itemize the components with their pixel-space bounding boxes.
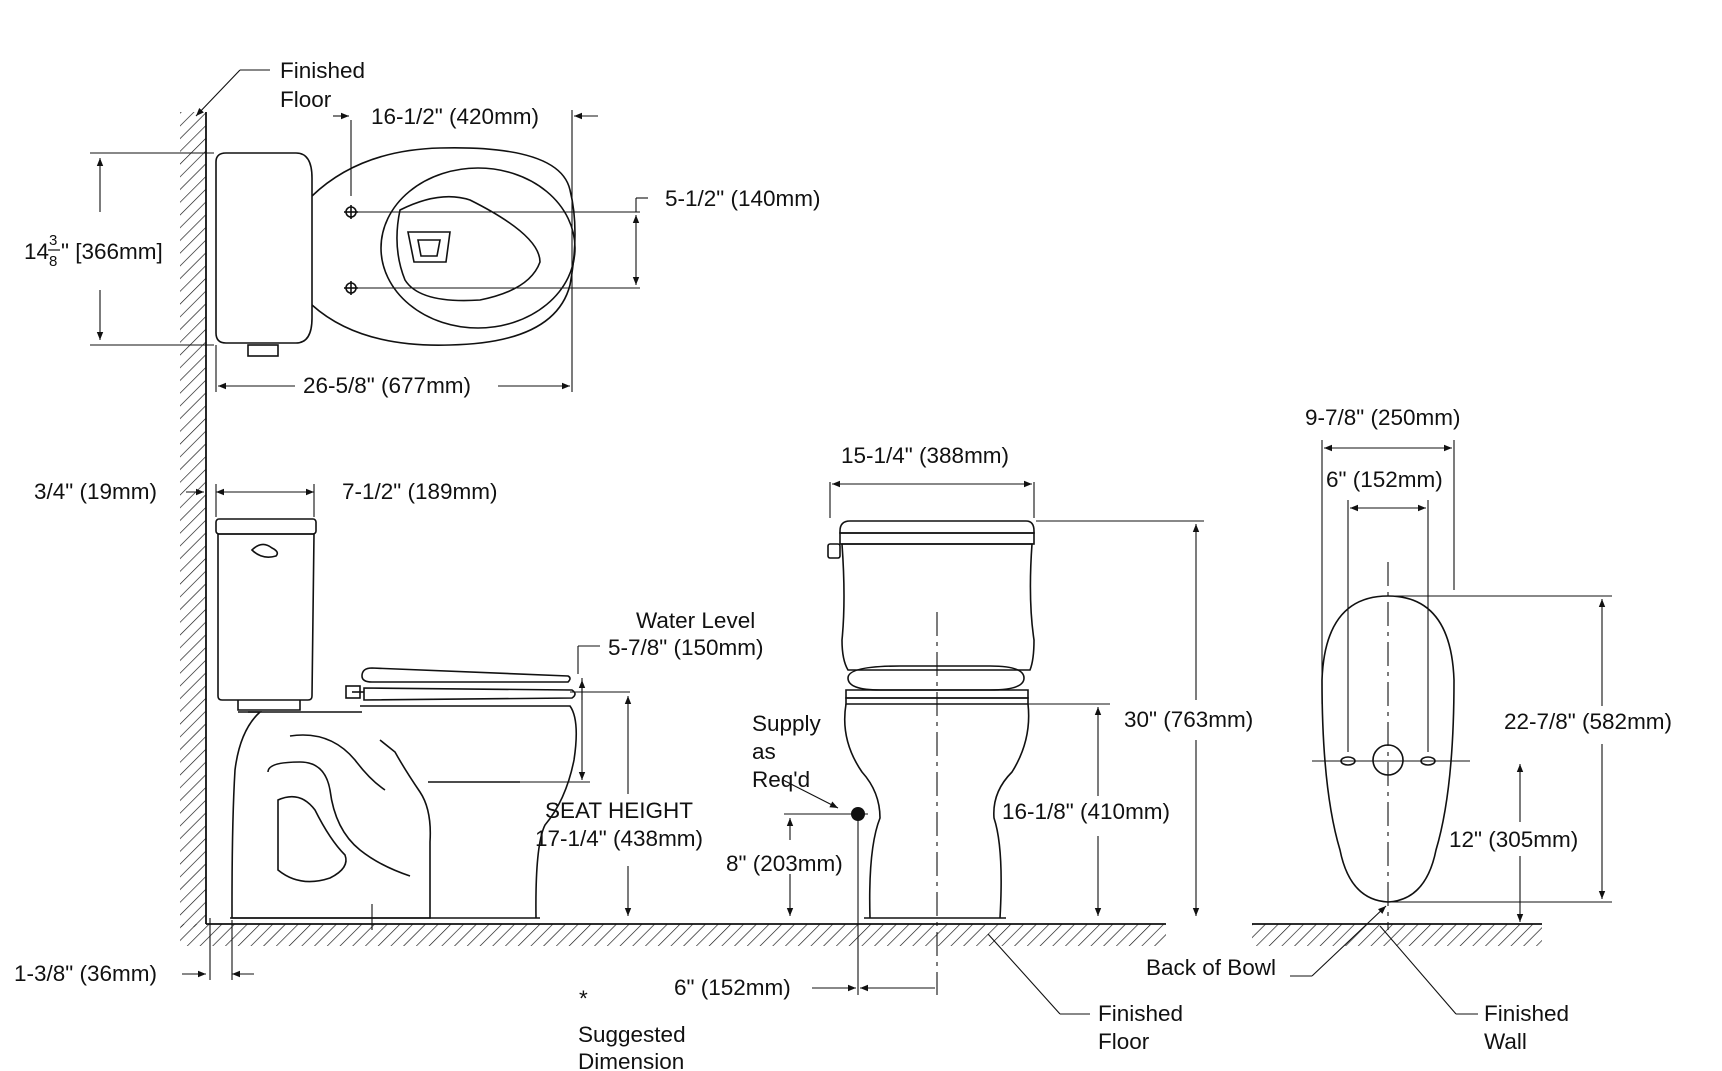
suggested-dimension-label-1: Suggested: [578, 1022, 686, 1047]
side-view-dimension-lines: [182, 484, 632, 980]
supply-label-3: Req'd: [752, 767, 810, 792]
back-outer-width-dim: 9-7/8" (250mm): [1305, 405, 1461, 430]
supply-label-1: Supply: [752, 711, 822, 736]
supply-point: [851, 807, 865, 821]
svg-text:8: 8: [49, 253, 57, 270]
front-finished-floor-label-1: Finished: [1098, 1001, 1183, 1026]
back-inner-width-dim: 6" (152mm): [1326, 467, 1443, 492]
suggested-dimension-label-2: Dimension: [578, 1049, 684, 1071]
water-level-label: Water Level: [636, 608, 755, 633]
finished-wall-label-2: Wall: [1484, 1029, 1527, 1054]
supply-label-2: as: [752, 739, 776, 764]
depth-dim: 14 3 8 " [366mm]: [24, 232, 163, 270]
top-view-outline: [215, 147, 576, 357]
top-finished-floor-label-2: Floor: [280, 87, 332, 112]
base-offset-dim: 1-3/8" (36mm): [14, 961, 157, 986]
side-view-outline: [215, 518, 578, 919]
back-height-dim: 22-7/8" (582mm): [1504, 709, 1672, 734]
front-view-dimension-lines: [782, 480, 1204, 1015]
finished-wall-label-1: Finished: [1484, 1001, 1569, 1026]
supply-height-dim: 8" (203mm): [726, 851, 843, 876]
note-asterisk: *: [579, 986, 588, 1011]
back-view-dimension-lines: [1290, 440, 1612, 1015]
svg-text:14: 14: [24, 239, 49, 264]
front-view-outline: [827, 520, 1035, 919]
finished-wall-hatch: [180, 112, 207, 927]
tank-width-dim: 15-1/4" (388mm): [841, 443, 1009, 468]
rim-height-dim: 16-1/8" (410mm): [1002, 799, 1170, 824]
top-view-dimension-lines: [90, 69, 648, 392]
tank-depth-dim: 7-1/2" (189mm): [342, 479, 498, 504]
back-of-bowl-label: Back of Bowl: [1146, 955, 1276, 980]
seat-height-label: SEAT HEIGHT: [545, 798, 693, 823]
overall-height-dim: 30" (763mm): [1124, 707, 1253, 732]
svg-text:" [366mm]: " [366mm]: [61, 239, 163, 264]
bolt-spacing-dim: 5-1/2" (140mm): [665, 186, 821, 211]
water-level-dim: 5-7/8" (150mm): [608, 635, 764, 660]
back-bolt-height-dim: 12" (305mm): [1449, 827, 1578, 852]
front-finished-floor-label-2: Floor: [1098, 1029, 1150, 1054]
finished-floor-hatch: [180, 923, 1542, 946]
wall-gap-dim: 3/4" (19mm): [34, 479, 157, 504]
top-finished-floor-label-1: Finished: [280, 58, 365, 83]
overall-length-dim: 26-5/8" (677mm): [303, 373, 471, 398]
supply-offset-dim: 6" (152mm): [674, 975, 791, 1000]
seat-height-dim: 17-1/4" (438mm): [535, 826, 703, 851]
bowl-width-dim: 16-1/2" (420mm): [371, 104, 539, 129]
svg-text:3: 3: [49, 232, 57, 249]
